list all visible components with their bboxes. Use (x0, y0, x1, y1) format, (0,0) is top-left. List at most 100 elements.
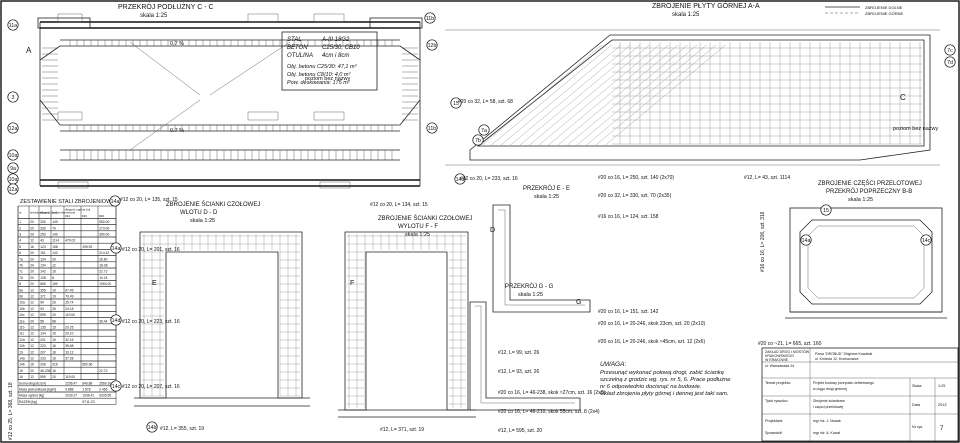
top-plate-plan: ZBROJENIE PŁYTY GÓRNEJ A-A skala 1:25 po… (445, 1, 956, 185)
project-line-2: w ciągu drogi gminnej (813, 387, 847, 391)
schedule-cell: 214.42 (99, 251, 109, 255)
uwaga-line-1: Przesunąć wykonać połową drogi, zabić śc… (600, 370, 725, 376)
schedule-cell: 20 (30, 251, 34, 255)
slope-1: 0.7 % (170, 41, 184, 47)
schedule-cell: 595 (40, 313, 46, 317)
tag-11a-text: 11a (9, 23, 17, 29)
stal-label: STAL (287, 37, 302, 43)
plate-bar-notes: #20 co 32, L= 58, szt. 68 #20 co 16, L= … (458, 99, 822, 347)
schedule-cell: 25.74 (65, 301, 73, 305)
tag-7a-text: 7a (481, 128, 487, 134)
tag-14b: 14b (146, 421, 158, 433)
schedule-cell: 11b (19, 326, 24, 330)
tag-11b-text: 11b (426, 16, 434, 22)
tag-14c: 14c (110, 380, 122, 392)
tag-culvert-15: 15 (820, 204, 832, 216)
section-gg-scale: skala 1:25 (518, 292, 543, 298)
tag-11a: 11a (7, 19, 19, 31)
schedule-cell: 20 (30, 226, 34, 230)
schedule-cell: 151 (40, 251, 46, 255)
wall-dd-title-2: WLOTU D - D (180, 210, 218, 216)
schedule-cell: 10a (19, 301, 25, 305)
schedule-cell: 135 (40, 326, 46, 330)
schedule-cell: 355 (40, 288, 46, 292)
schedule-cell: 12 (30, 307, 34, 311)
wall-dd-title: ZBROJENIE ŚCIANKI CZOŁOWEJ (166, 200, 260, 208)
schedule-cell: 12 (30, 344, 34, 348)
designer-label: Projektant: (765, 419, 783, 423)
section-gg: PRZEKRÓJ G - G skala 1:25 (469, 283, 581, 411)
schedule-cell: 142 (40, 270, 46, 274)
tag-12a-text: 12a (9, 126, 18, 132)
schedule-cell: 16 (19, 375, 23, 379)
left-vertical-note: #12 co 25, L= 368, szt. 18 (8, 382, 14, 440)
schedule-cell: 15 (52, 332, 56, 336)
wall-ff-scale: skala 1:25 (405, 232, 430, 238)
tag-15-text: 15 (453, 101, 459, 107)
bar-note-6: #20 co 16, L= 151, szt. 142 (598, 309, 659, 315)
bar-note-14b: #12, L= 355, szt. 19 (160, 426, 204, 432)
section-ee-title: PRZEKRÓJ E - E (523, 185, 570, 192)
bar-note-7d: #20 co 16, L= 46-210, skok 55cm, szt. 8 … (498, 409, 600, 415)
project-line-1: Projekt budowy przepustu żelbetowego (813, 381, 874, 385)
schedule-cell: 233 (40, 357, 46, 361)
tag-12a: 12a (7, 122, 19, 134)
tag-14d-dd: 14d (110, 314, 122, 326)
tag-7b-text: 7b (475, 138, 481, 144)
checker-label: Sprawdził: (765, 431, 783, 435)
schedule-cell: 134 (40, 257, 46, 261)
schedule-header-2: długość [cm] (40, 211, 57, 215)
schedule-cell: 46-238 (40, 369, 50, 373)
schedule-cell: 160 (52, 282, 58, 286)
schedule-cell: 330 (40, 226, 46, 230)
tag-11b-2: 11b (426, 122, 438, 134)
schedule-summary-value: 2039.27 (65, 394, 77, 398)
schedule-cell: 195.92 (82, 245, 92, 249)
beton-label: BETON (287, 45, 308, 51)
scale-label: Skala (912, 384, 922, 388)
schedule-cell: 16 (52, 338, 56, 342)
schedule-cell: 12 (30, 288, 34, 292)
tag-10a-2: 10a (7, 173, 19, 185)
drawing-label: Tytuł rysunku: (765, 399, 788, 403)
firm-line-1: ZAKŁAD DROG I MOSTÓW (765, 349, 810, 354)
culvert-title: ZBROJENIE CZĘŚCI PRZELOTOWEJ (818, 179, 922, 187)
designer-name: mgr inż. J. Nowak (813, 419, 841, 423)
bar-note-10c: #12, L= 595, szt. 20 (498, 428, 542, 434)
tag-7c: 7c (944, 44, 956, 56)
schedule-cell: 43 (40, 239, 44, 243)
schedule-header-7: #20 (99, 214, 104, 218)
schedule-cell: 12 (30, 357, 34, 361)
tag-14a: 14a (110, 242, 122, 254)
tag-3-text: 3 (12, 95, 15, 101)
otulina-value: 4cm i 8cm (322, 53, 349, 59)
schedule-cell: 1114 (52, 239, 59, 243)
uwaga-title: UWAGA: (600, 361, 626, 368)
schedule-cell: 19 (52, 288, 56, 292)
tag-culvert-15-text: 15 (823, 208, 829, 214)
bar-note-11c: #12 co 20, L= 134, szt. 15 (370, 202, 428, 208)
wall-dd: ZBROJENIE ŚCIANKI CZOŁOWEJ WLOTU D - D s… (109, 195, 310, 433)
schedule-cell: 2 (19, 226, 21, 230)
firm-line-3: W KRAKOWIE (765, 358, 789, 362)
schedule-cell: 6 (19, 251, 21, 255)
schedule-cell: 33.12 (65, 350, 73, 354)
section-marker-g: G (576, 299, 581, 306)
schedule-cell: 7c (19, 270, 23, 274)
schedule-cell: 16 (52, 357, 56, 361)
schedule-cell: 128 (40, 276, 46, 280)
sheet-value: 7 (940, 426, 944, 432)
bar-note-11b: #12 co 20, L= 135, szt. 15 (120, 197, 178, 203)
bar-note-7c: #20 co 16, L= 46-238, skok ≈27cm, szt. 1… (498, 390, 605, 396)
bar-note-2: #20 co 32, L= 330, szt. 70 (2x35) (598, 193, 672, 199)
schedule-header-0: nr (19, 211, 22, 215)
schedule-cell: 1064.00 (99, 282, 111, 286)
date-value: 2013 (938, 403, 946, 407)
schedule-cell: 8 (52, 276, 54, 280)
tag-7c-text: 7c (947, 48, 953, 54)
bar-note-14c: #12 co 20, L= 207, szt. 16 (122, 384, 180, 390)
tag-10a-text: 10a (9, 153, 18, 159)
schedule-summary-value: 0.888 (65, 388, 73, 392)
schedule-cell: 550.00 (99, 220, 109, 224)
section-ee: PRZEKRÓJ E - E skala 1:25 (492, 185, 591, 313)
